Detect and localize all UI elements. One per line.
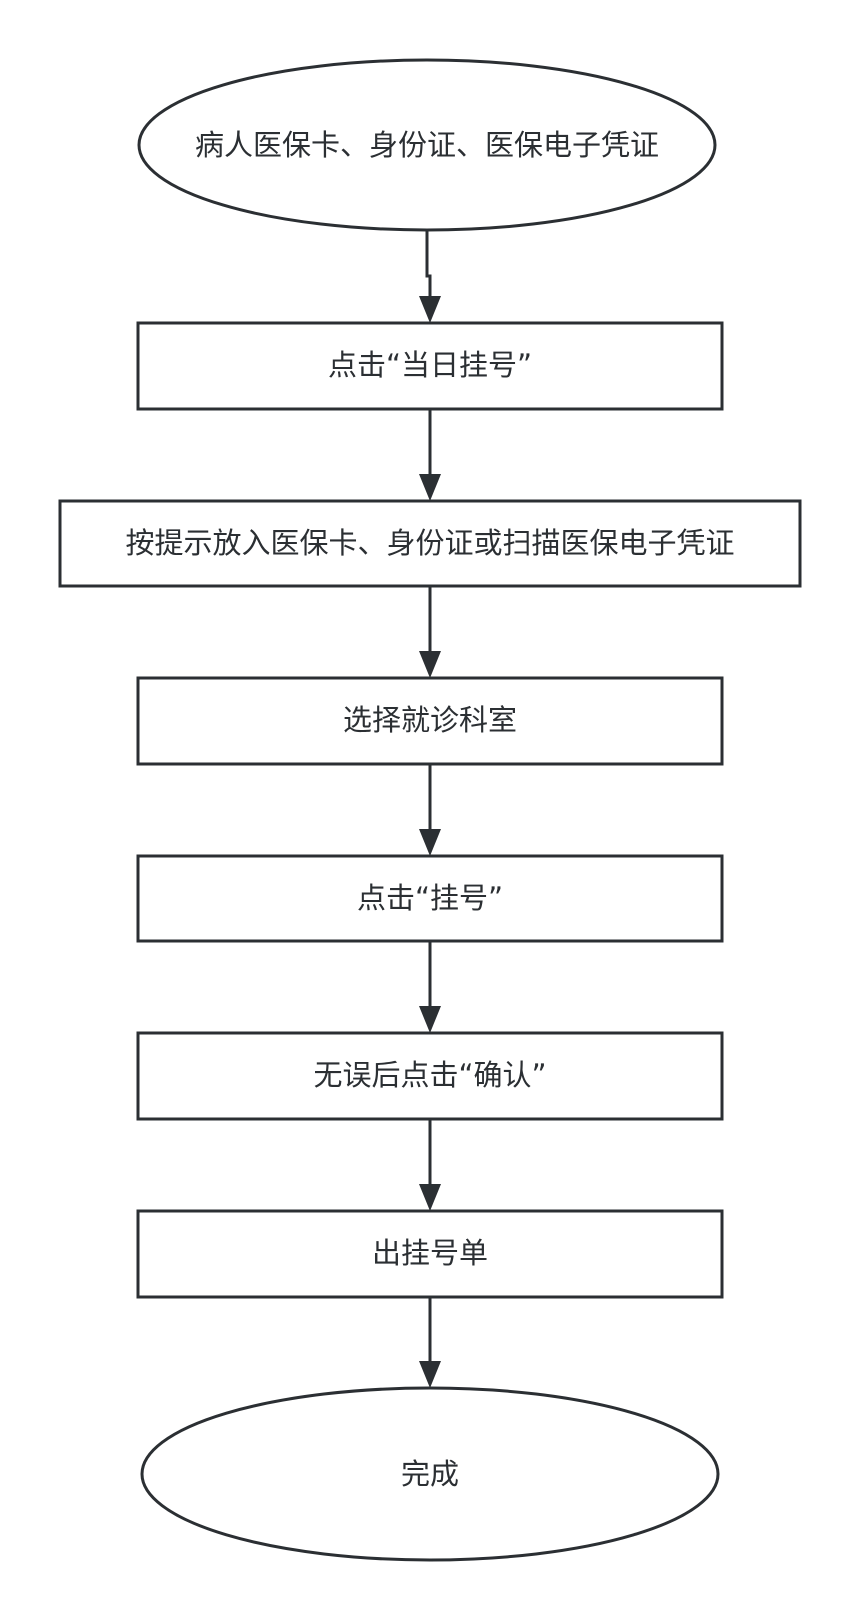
process-box: [58, 499, 802, 588]
node-end: 完成: [140, 1386, 720, 1562]
edge-step2-to-step3: [419, 586, 441, 678]
arrowhead: [419, 296, 441, 323]
nodes-layer: 病人医保卡、身份证、医保电子凭证 点击“当日挂号” 按提示放入医保卡、身份证或扫…: [58, 58, 802, 1562]
node-step1: 点击“当日挂号”: [136, 321, 724, 411]
process-box: [136, 854, 724, 943]
edge-line: [425, 230, 432, 296]
node-step5: 无误后点击“确认”: [136, 1031, 724, 1121]
edges-layer: [419, 230, 441, 1388]
edge-step3-to-step4: [419, 764, 441, 856]
edge-start-to-step1: [419, 230, 441, 323]
process-box: [136, 1209, 724, 1299]
node-step2: 按提示放入医保卡、身份证或扫描医保电子凭证: [58, 499, 802, 588]
arrowhead: [419, 474, 441, 501]
node-label-step4: 点击“挂号”: [357, 881, 503, 915]
node-label-step3: 选择就诊科室: [343, 703, 517, 737]
node-step3: 选择就诊科室: [136, 676, 724, 766]
end-ellipse: [140, 1386, 720, 1562]
node-step6: 出挂号单: [136, 1209, 724, 1299]
arrowhead: [419, 1361, 441, 1388]
node-label-step2: 按提示放入医保卡、身份证或扫描医保电子凭证: [125, 526, 734, 560]
start-ellipse: [137, 58, 717, 232]
process-box: [136, 676, 724, 766]
node-label-end: 完成: [401, 1457, 459, 1491]
arrowhead: [419, 1006, 441, 1033]
node-label-step5: 无误后点击“确认”: [313, 1058, 546, 1092]
edge-step1-to-step2: [419, 409, 441, 501]
edge-step6-to-end: [419, 1297, 441, 1388]
node-label-start: 病人医保卡、身份证、医保电子凭证: [195, 128, 659, 162]
edge-step5-to-step6: [419, 1119, 441, 1211]
arrowhead: [419, 829, 441, 856]
edge-step4-to-step5: [419, 941, 441, 1033]
arrowhead: [419, 1184, 441, 1211]
process-box: [136, 321, 724, 411]
node-label-step6: 出挂号单: [372, 1236, 488, 1270]
node-label-step1: 点击“当日挂号”: [328, 348, 532, 382]
node-step4: 点击“挂号”: [136, 854, 724, 943]
process-box: [136, 1031, 724, 1121]
arrowhead: [419, 651, 441, 678]
node-start: 病人医保卡、身份证、医保电子凭证: [137, 58, 717, 232]
